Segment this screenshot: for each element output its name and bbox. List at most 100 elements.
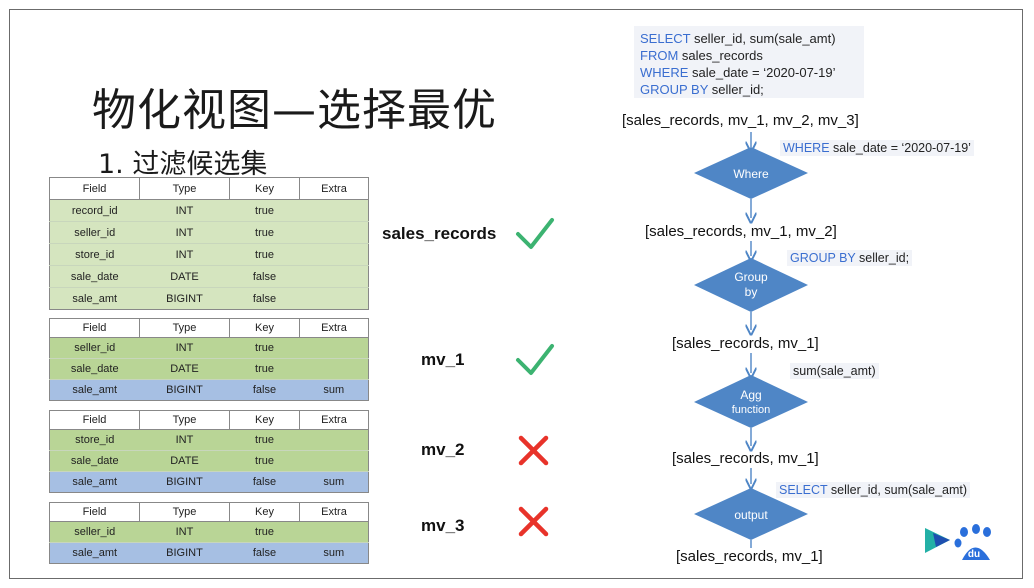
cell-key: false <box>229 287 300 310</box>
column-header: Extra <box>299 502 369 522</box>
cell-type: BIGINT <box>139 542 230 564</box>
cell-extra <box>299 243 369 266</box>
node-output <box>694 488 808 540</box>
column-header: Type <box>139 502 230 522</box>
column-header: Key <box>229 318 300 338</box>
cell-extra <box>299 287 369 310</box>
check-icon <box>516 218 554 249</box>
sql-box <box>634 26 864 98</box>
column-header: Type <box>139 177 230 200</box>
cell-type: BIGINT <box>139 287 230 310</box>
label-sales-records: sales_records <box>382 224 497 243</box>
cell-key: true <box>229 221 300 244</box>
cell-extra: sum <box>299 379 369 401</box>
sql-line-4: GROUP BY seller_id; <box>640 82 764 97</box>
node-agg-label-2: function <box>732 404 771 416</box>
candidate-set-4: [sales_records, mv_1] <box>672 450 819 467</box>
cell-key: false <box>229 542 300 564</box>
cell-extra <box>299 429 369 451</box>
cell-type: BIGINT <box>139 379 230 401</box>
cell-type: INT <box>139 221 230 244</box>
cell-key: false <box>229 379 300 401</box>
logo-icon: du <box>954 524 991 560</box>
candidate-set-3: [sales_records, mv_1] <box>672 335 819 352</box>
column-header: Field <box>49 318 140 338</box>
column-header: Extra <box>299 410 369 430</box>
column-header: Key <box>229 177 300 200</box>
node-where-label: Where <box>733 167 769 181</box>
label-mv-1: mv_1 <box>421 350 465 369</box>
cell-key: false <box>229 471 300 493</box>
svg-text:du: du <box>968 549 980 560</box>
cell-field: sale_amt <box>49 287 140 310</box>
node-where <box>694 147 808 199</box>
cell-extra: sum <box>299 542 369 564</box>
candidate-set-2: [sales_records, mv_1, mv_2] <box>645 223 837 240</box>
cell-field: sale_date <box>49 265 140 288</box>
cell-field: sale_date <box>49 450 140 472</box>
cell-field: sale_amt <box>49 379 140 401</box>
cell-type: INT <box>139 243 230 266</box>
page-title: 物化视图—选择最优 <box>92 85 497 136</box>
section-subtitle: 1. 过滤候选集 <box>98 149 268 180</box>
column-header: Key <box>229 502 300 522</box>
node-output-label: output <box>734 508 768 522</box>
cell-type: INT <box>139 521 230 543</box>
cell-type: INT <box>139 429 230 451</box>
column-header: Field <box>49 410 140 430</box>
cell-extra <box>299 450 369 472</box>
column-header: Field <box>49 502 140 522</box>
cell-type: DATE <box>139 265 230 288</box>
column-header: Type <box>139 318 230 338</box>
column-header: Extra <box>299 177 369 200</box>
cell-field: record_id <box>49 199 140 222</box>
cell-extra <box>299 265 369 288</box>
cell-extra <box>299 337 369 359</box>
check-icon <box>516 344 554 375</box>
sql-line-2: FROM sales_records <box>640 48 763 63</box>
cell-extra <box>299 358 369 380</box>
cell-type: INT <box>139 337 230 359</box>
cell-key: true <box>229 450 300 472</box>
cell-extra <box>299 521 369 543</box>
node-agg-label-1: Agg <box>740 388 761 402</box>
node-agg-function <box>694 375 808 428</box>
cell-extra: sum <box>299 471 369 493</box>
clause-agg: sum(sale_amt) <box>790 363 879 379</box>
cell-field: seller_id <box>49 221 140 244</box>
cell-field: seller_id <box>49 521 140 543</box>
sql-line-1: SELECT seller_id, sum(sale_amt) <box>640 31 836 46</box>
cell-key: true <box>229 521 300 543</box>
node-group-label-2: by <box>745 285 758 299</box>
cell-field: seller_id <box>49 337 140 359</box>
node-group-label-1: Group <box>734 270 768 284</box>
cell-field: store_id <box>49 429 140 451</box>
cell-type: DATE <box>139 450 230 472</box>
column-header: Key <box>229 410 300 430</box>
cell-key: true <box>229 199 300 222</box>
cell-type: INT <box>139 199 230 222</box>
cell-field: store_id <box>49 243 140 266</box>
clause-select: SELECT seller_id, sum(sale_amt) <box>776 482 971 498</box>
cell-type: DATE <box>139 358 230 380</box>
label-mv-2: mv_2 <box>421 440 465 459</box>
cell-key: true <box>229 429 300 451</box>
